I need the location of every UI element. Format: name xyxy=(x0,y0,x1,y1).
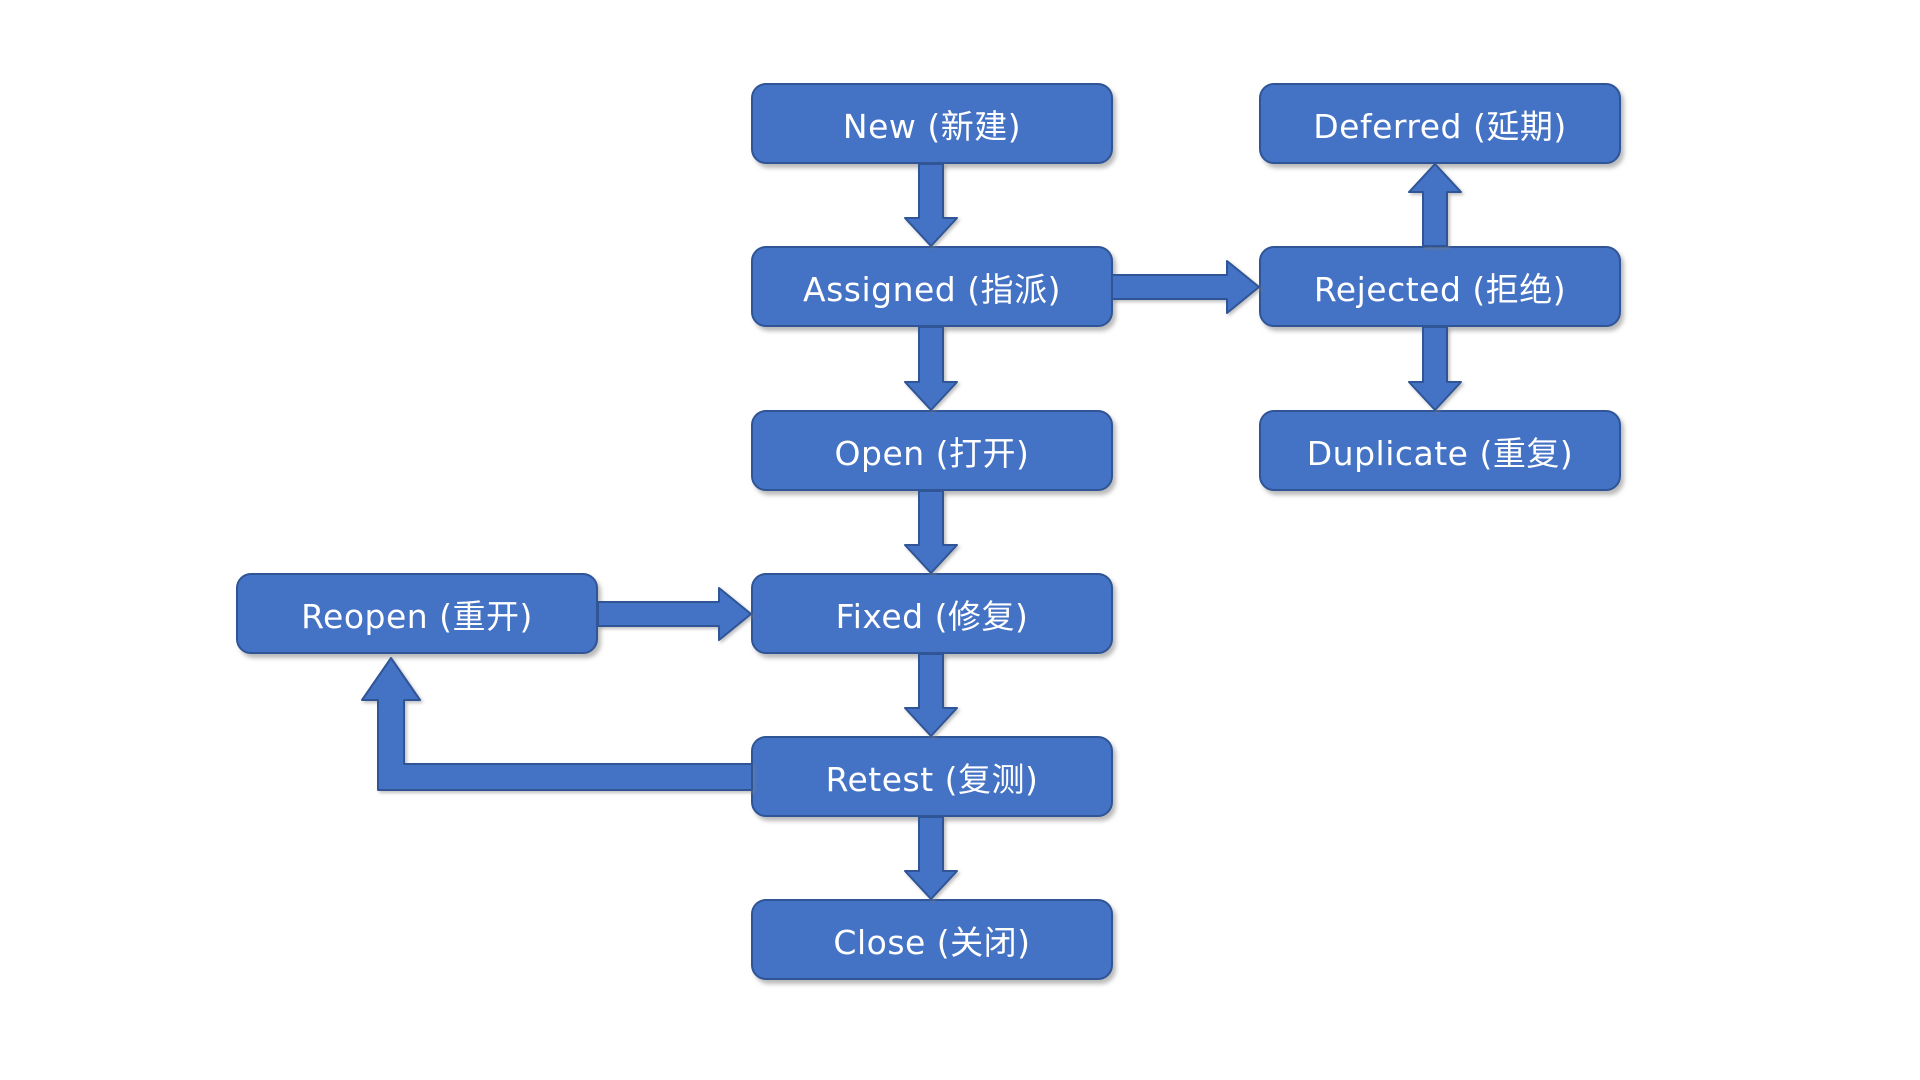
node-deferred-label: Deferred (延期) xyxy=(1313,106,1567,146)
node-open-label: Open (打开) xyxy=(834,433,1030,473)
node-reopen-label: Reopen (重开) xyxy=(301,596,533,636)
node-new: New (新建) xyxy=(751,83,1113,164)
arrow-new-to-assigned xyxy=(904,163,958,247)
arrow-retest-to-reopen xyxy=(361,657,753,791)
node-fixed-label: Fixed (修复) xyxy=(835,596,1029,636)
node-open: Open (打开) xyxy=(751,410,1113,491)
arrow-assigned-to-open xyxy=(904,326,958,411)
arrow-open-to-fixed xyxy=(904,490,958,574)
arrow-rejected-to-deferred xyxy=(1408,163,1462,247)
node-retest-label: Retest (复测) xyxy=(825,759,1039,799)
arrow-fixed-to-retest xyxy=(904,653,958,737)
node-duplicate: Duplicate (重复) xyxy=(1259,410,1621,491)
node-duplicate-label: Duplicate (重复) xyxy=(1306,433,1574,473)
node-close-label: Close (关闭) xyxy=(833,922,1031,962)
node-assigned: Assigned (指派) xyxy=(751,246,1113,327)
node-new-label: New (新建) xyxy=(842,106,1022,146)
node-assigned-label: Assigned (指派) xyxy=(803,269,1061,309)
arrow-reopen-to-fixed xyxy=(597,587,752,641)
node-retest: Retest (复测) xyxy=(751,736,1113,817)
node-deferred: Deferred (延期) xyxy=(1259,83,1621,164)
node-fixed: Fixed (修复) xyxy=(751,573,1113,654)
node-close: Close (关闭) xyxy=(751,899,1113,980)
arrow-assigned-to-rejected xyxy=(1111,260,1260,314)
node-rejected-label: Rejected (拒绝) xyxy=(1313,269,1567,309)
arrow-rejected-to-duplicate xyxy=(1408,326,1462,411)
arrow-retest-to-close xyxy=(904,816,958,900)
node-reopen: Reopen (重开) xyxy=(236,573,598,654)
node-rejected: Rejected (拒绝) xyxy=(1259,246,1621,327)
